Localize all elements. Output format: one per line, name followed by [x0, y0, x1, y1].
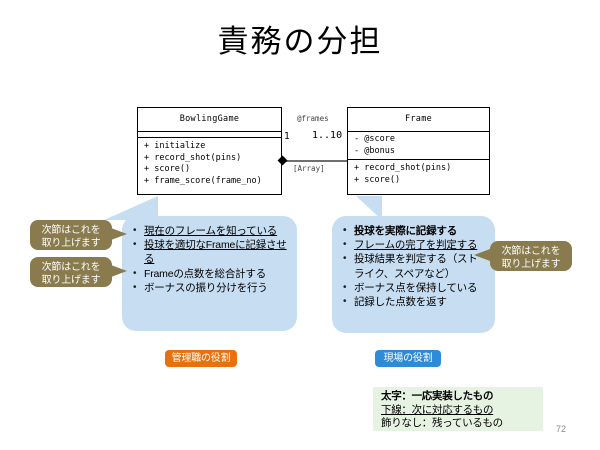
uml-attributes-compartment [138, 132, 281, 138]
page-title: 責務の分担 [217, 24, 383, 59]
list-item: ボーナス点を保持している [343, 281, 487, 295]
legend-box: 太字：一応実装したもの 下線：次に対応するもの 飾りなし：残っているもの [373, 387, 543, 431]
uml-association-role-label: @frames [297, 114, 329, 123]
uml-association-multiplicity-target: 1..10 [312, 130, 343, 141]
uml-association-line [282, 160, 347, 162]
legend-line-underline: 下線：次に対応するもの [381, 404, 538, 418]
list-item-text: 現在のフレームを知っている [144, 225, 278, 237]
legend-line-bold: 太字：一応実装したもの [381, 390, 494, 402]
uml-operation: + initialize [144, 141, 206, 151]
next-section-annotation-1: 次節はこれを取り上げます [30, 220, 112, 250]
uml-association-type-note: [Array] [293, 164, 325, 173]
uml-attribute: - @score [354, 134, 395, 144]
list-item-text: ボーナスの振り分けを行う [144, 281, 268, 294]
list-item-text: 投球を実際に記録する [354, 225, 457, 237]
page-number: 72 [556, 424, 567, 434]
responsibility-callout-manager: 現在のフレームを知っている 投球を適切なFrameに記録させる Frameの点数… [122, 216, 297, 331]
list-item-text: 記録した点数を返す [354, 296, 447, 309]
list-item: Frameの点数を総合計する [133, 267, 289, 281]
next-section-annotation-3: 次節はこれを取り上げます [490, 241, 572, 271]
annotation-tail [111, 228, 127, 240]
list-item-text: 投球結果を判定する（ストライク、スペアなど） [354, 253, 478, 280]
responsibility-list: 現在のフレームを知っている 投球を適切なFrameに記録させる Frameの点数… [122, 216, 297, 303]
uml-operation: + record_shot(pins) [354, 163, 452, 173]
list-item-text: Frameの点数を総合計する [144, 267, 267, 280]
list-item: 現在のフレームを知っている [133, 224, 289, 238]
annotation-tail [474, 249, 490, 261]
list-item: 記録した点数を返す [343, 295, 487, 309]
next-section-annotation-2: 次節はこれを取り上げます [30, 257, 112, 287]
responsibility-list: 投球を実際に記録する フレームの完了を判定する 投球結果を判定する（ストライク、… [332, 216, 495, 317]
uml-class-frame: Frame - @score - @bonus + record_shot(pi… [347, 107, 490, 195]
uml-operation: + frame_score(frame_no) [144, 175, 262, 186]
uml-association-multiplicity-source: 1 [284, 131, 290, 142]
uml-attributes-compartment: - @score - @bonus [348, 132, 489, 160]
list-item-text: 投球を適切なFrameに記録させる [144, 239, 287, 266]
annotation-tail [111, 265, 127, 277]
uml-class-bowlinggame: BowlingGame + initialize + record_shot(p… [137, 107, 282, 195]
list-item-text: ボーナス点を保持している [354, 281, 478, 294]
legend-underline-text: 下線：次に対応するもの [381, 403, 494, 416]
list-item: 投球結果を判定する（ストライク、スペアなど） [343, 252, 487, 280]
role-badge-field: 現場の役割 [375, 350, 441, 367]
uml-class-name: Frame [348, 108, 489, 132]
list-item: 投球を実際に記録する [343, 224, 487, 238]
uml-operation: + record_shot(pins) [144, 152, 242, 163]
list-item: 投球を適切なFrameに記録させる [133, 238, 289, 266]
list-item: フレームの完了を判定する [343, 238, 487, 252]
role-badge-manager: 管理職の役割 [165, 350, 237, 367]
responsibility-callout-field: 投球を実際に記録する フレームの完了を判定する 投球結果を判定する（ストライク、… [332, 216, 495, 333]
uml-operation: + score() [144, 164, 191, 174]
list-item-text: フレームの完了を判定する [354, 239, 478, 252]
uml-operation: + score() [354, 174, 401, 185]
legend-line-plain: 飾りなし：残っているもの [381, 417, 503, 429]
uml-class-name: BowlingGame [138, 108, 281, 132]
uml-operations-compartment: + record_shot(pins) + score() [348, 160, 489, 190]
uml-operations-compartment: + initialize + record_shot(pins) + score… [138, 138, 281, 191]
list-item: ボーナスの振り分けを行う [133, 281, 289, 295]
uml-attribute: - @bonus [354, 145, 395, 156]
